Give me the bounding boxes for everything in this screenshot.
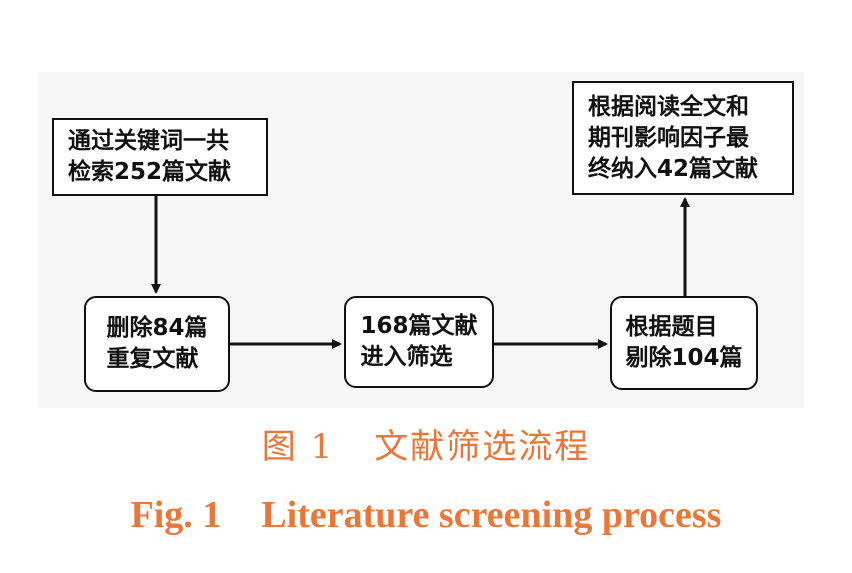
node-final-line3: 终纳入42篇文献 <box>588 155 759 182</box>
caption-en-label: Fig. 1 <box>130 494 222 536</box>
node-dedup-text: 删除84篇 重复文献 <box>106 313 207 375</box>
node-title-exclusion: 根据题目 剔除104篇 <box>610 296 758 390</box>
node-title-line2: 剔除104篇 <box>625 345 743 371</box>
node-dedup-line2: 重复文献 <box>106 346 199 372</box>
figure-caption-english: Fig. 1 Literature screening process <box>0 492 852 538</box>
node-search-line1: 通过关键词一共 <box>68 128 229 154</box>
node-keyword-search: 通过关键词一共 检索252篇文献 <box>52 118 268 196</box>
node-final-line1: 根据阅读全文和 <box>588 93 749 120</box>
node-remove-duplicates: 删除84篇 重复文献 <box>84 296 230 392</box>
node-title-line1: 根据题目 <box>625 314 718 340</box>
node-screen-text: 168篇文献 进入筛选 <box>360 311 477 373</box>
node-title-text: 根据题目 剔除104篇 <box>625 312 742 374</box>
node-final-inclusion: 根据阅读全文和 期刊影响因子最 终纳入42篇文献 <box>572 81 794 195</box>
node-screen-line1: 168篇文献 <box>360 313 478 339</box>
figure-caption-chinese: 图 1 文献筛选流程 <box>0 425 852 469</box>
caption-en-title: Literature screening process <box>261 494 722 536</box>
node-final-line2: 期刊影响因子最 <box>588 124 749 151</box>
caption-cn-title: 文献筛选流程 <box>374 427 591 467</box>
node-dedup-line1: 删除84篇 <box>106 315 208 341</box>
node-search-line2: 检索252篇文献 <box>68 159 232 185</box>
node-screen-line2: 进入筛选 <box>360 344 453 370</box>
node-enter-screening: 168篇文献 进入筛选 <box>344 296 494 388</box>
caption-cn-label: 图 1 <box>261 427 335 467</box>
